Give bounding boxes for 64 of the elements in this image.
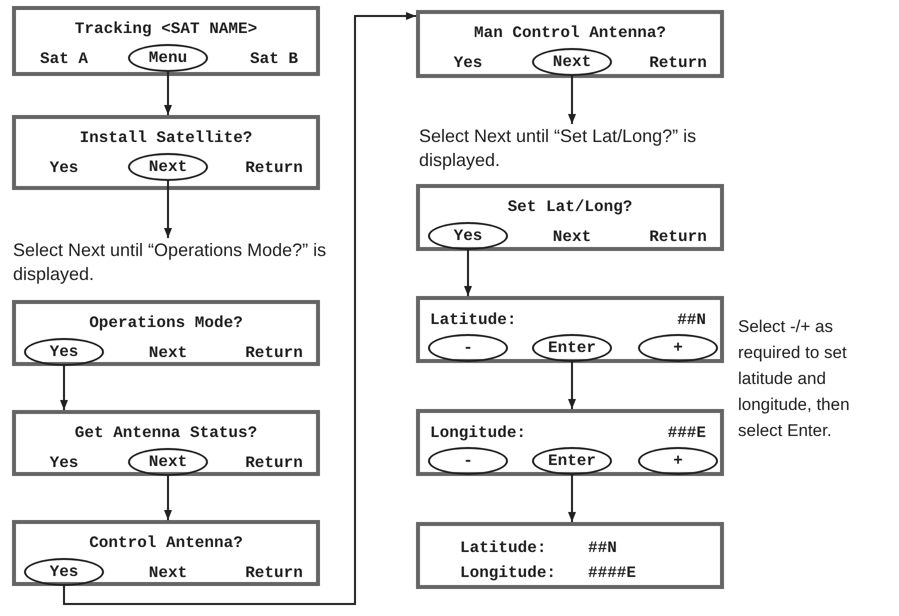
display-screen (12, 520, 320, 586)
arrow (60, 366, 68, 410)
arrow (164, 181, 172, 238)
display-screen (416, 522, 724, 589)
display-screen (416, 409, 724, 476)
screen-prompt: Latitude: (460, 538, 546, 558)
screen-text: ###E (668, 423, 706, 443)
softkey-oval: Yes (24, 338, 104, 366)
softkey-oval: Next (532, 48, 612, 76)
screen-text: Yes (48, 158, 80, 178)
screen-text: Return (648, 53, 708, 73)
softkey-oval: Menu (128, 44, 208, 72)
arrow (568, 362, 576, 409)
screen-text: Next (148, 563, 188, 583)
screen-text: Next (552, 227, 592, 247)
screen-text: Sat A (38, 49, 89, 69)
softkey-oval: Yes (428, 222, 508, 250)
display-screen (416, 10, 724, 78)
display-screen (416, 184, 724, 251)
arrow (464, 250, 472, 296)
instruction-text: Select Next until “Operations Mode?” is displayed. (13, 238, 331, 286)
display-screen (12, 300, 320, 366)
screen-text: Sat B (248, 49, 299, 69)
screen-text: ##N (588, 538, 617, 558)
screen-prompt: Tracking <SAT NAME> (74, 19, 258, 39)
softkey-oval: + (638, 447, 718, 475)
screen-prompt: Longitude: (430, 423, 526, 443)
arrow (164, 72, 172, 115)
display-screen (416, 296, 724, 363)
screen-text: Yes (452, 53, 484, 73)
display-screen (12, 115, 320, 190)
screen-prompt: Latitude: (430, 310, 516, 330)
screen-text: Return (244, 158, 304, 178)
softkey-oval: - (428, 334, 508, 362)
softkey-oval: - (428, 447, 508, 475)
screen-prompt: Control Antenna? (88, 533, 244, 553)
screen-text: Longitude: (460, 563, 556, 583)
screen-text: Return (244, 343, 304, 363)
screen-text: Next (148, 343, 188, 363)
display-screen (12, 410, 320, 476)
arrow (568, 76, 576, 124)
display-screen (12, 6, 320, 76)
screen-prompt: Operations Mode? (88, 313, 244, 333)
screen-text: Return (648, 227, 708, 247)
softkey-oval: Enter (532, 447, 612, 475)
screen-text: Return (244, 563, 304, 583)
screen-prompt: Man Control Antenna? (472, 23, 668, 43)
softkey-oval: + (638, 334, 718, 362)
arrow (63, 12, 416, 605)
screen-text: Return (244, 453, 304, 473)
softkey-oval: Next (128, 448, 208, 476)
screen-text: Yes (48, 453, 80, 473)
screen-prompt: Install Satellite? (78, 128, 254, 148)
screen-prompt: Get Antenna Status? (74, 423, 258, 443)
screen-prompt: Set Lat/Long? (506, 197, 634, 217)
screen-text: ####E (588, 563, 636, 583)
instruction-text: Select Next until “Set Lat/Long?” is displayed. (419, 124, 719, 172)
instruction-text: Select -/+ as required to set latitude and longitude, then select Enter. (738, 316, 851, 442)
arrow (568, 475, 576, 522)
arrow (164, 476, 172, 520)
softkey-oval: Yes (24, 558, 104, 586)
screen-text: ##N (677, 310, 706, 330)
softkey-oval: Enter (532, 334, 612, 362)
softkey-oval: Next (128, 153, 208, 181)
